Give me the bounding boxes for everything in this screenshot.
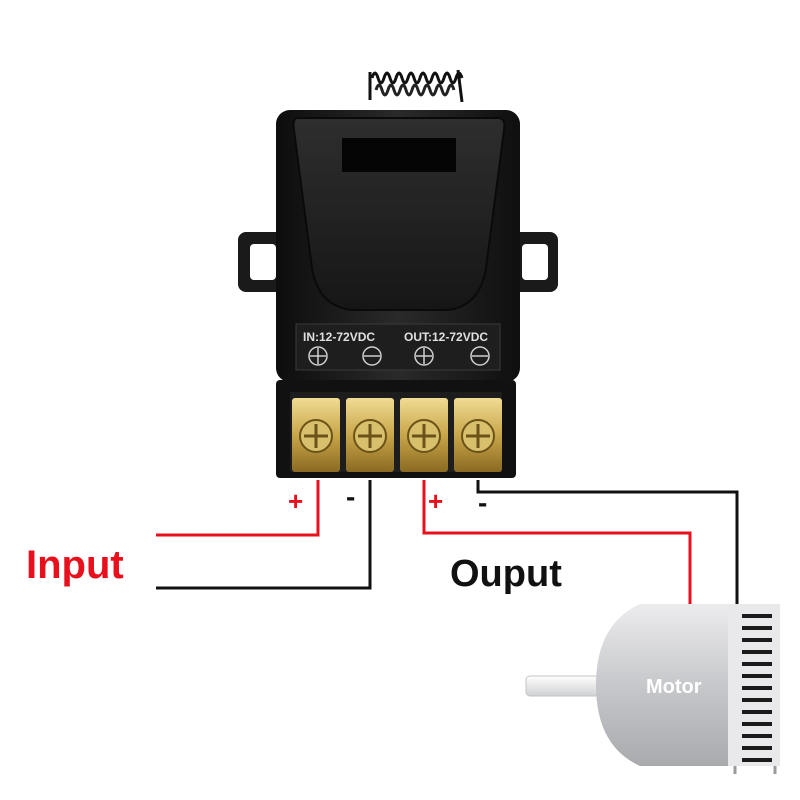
minus-circle-icon xyxy=(470,346,490,366)
output-plus-mark: + xyxy=(428,486,443,516)
input-voltage-label: IN:12-72VDC xyxy=(303,330,375,344)
terminal-input-minus xyxy=(346,398,394,472)
motor-shaft xyxy=(525,675,609,697)
plus-circle-icon xyxy=(414,346,434,366)
antenna-coil-icon xyxy=(368,69,464,103)
output-voltage-label: OUT:12-72VDC xyxy=(404,330,488,344)
output-positive-wire xyxy=(422,480,692,604)
indicator-window xyxy=(342,138,456,172)
plus-circle-icon xyxy=(308,346,328,366)
input-label: Input xyxy=(26,543,124,587)
minus-circle-icon xyxy=(362,346,382,366)
input-plus-mark: + xyxy=(288,486,303,516)
output-minus-mark: - xyxy=(478,487,487,518)
terminal-output-plus xyxy=(400,398,448,472)
mounting-tab-left xyxy=(238,232,286,292)
motor-label: Motor xyxy=(646,676,702,698)
input-minus-mark: - xyxy=(346,481,355,512)
output-negative-wire xyxy=(476,480,739,604)
motor: Motor xyxy=(525,604,780,774)
input-positive-wire xyxy=(156,480,320,537)
mounting-tab-right xyxy=(510,232,558,292)
motor-cooling-fins xyxy=(742,614,772,762)
terminal-input-plus xyxy=(292,398,340,472)
terminal-output-minus xyxy=(454,398,502,472)
input-negative-wire xyxy=(156,480,372,590)
output-label: Ouput xyxy=(450,553,562,595)
